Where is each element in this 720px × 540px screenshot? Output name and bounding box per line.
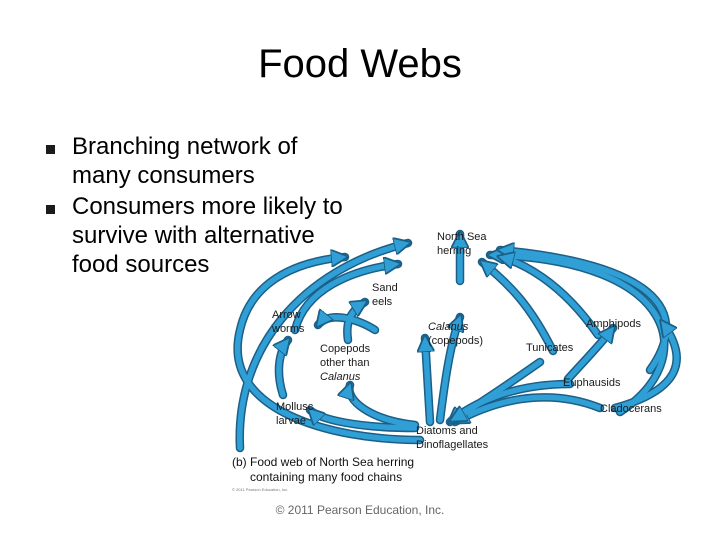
node-label-line: Euphausids	[563, 377, 621, 389]
node-euphausids: Euphausids	[563, 377, 621, 389]
node-sand-eels: Sand eels	[372, 282, 398, 308]
node-label-line: worms	[271, 323, 305, 335]
node-label-line: Mollusc	[276, 401, 314, 413]
node-label-line: Amphipods	[586, 318, 642, 330]
copyright-footer: © 2011 Pearson Education, Inc.	[275, 503, 445, 517]
slide-title: Food Webs	[258, 42, 462, 86]
node-label-line: Sand	[372, 282, 398, 294]
node-calanus: Calanus (copepods)	[428, 321, 483, 347]
node-north-sea-herring: North Sea herring	[437, 231, 487, 257]
node-label-line: other than	[320, 357, 370, 369]
node-label-line: (copepods)	[428, 335, 483, 347]
bullet-list: Branching network of many consumers Cons…	[40, 132, 360, 281]
node-diatoms: Diatoms and Dinoflagellates	[416, 425, 489, 451]
node-label-line: Calanus	[320, 371, 361, 383]
node-label-line: larvae	[276, 415, 306, 427]
node-mollusc-larvae: Mollusc larvae	[276, 401, 314, 427]
feeding-arrows	[233, 229, 681, 453]
node-label-line: North Sea	[437, 231, 487, 243]
node-label-line: Diatoms and	[416, 425, 478, 437]
node-label-line: Arrow	[272, 309, 301, 321]
bullet-text: Consumers more likely to survive with al…	[72, 193, 343, 278]
node-label-line: Dinoflagellates	[416, 439, 489, 451]
node-amphipods: Amphipods	[586, 318, 642, 330]
node-label-line: Calanus	[428, 321, 469, 333]
node-label-line: Cladocerans	[600, 403, 662, 415]
bullet-square-icon	[46, 205, 55, 214]
node-cladocerans: Cladocerans	[600, 403, 662, 415]
bullet-item: Consumers more likely to survive with al…	[40, 192, 360, 279]
node-label-line: herring	[437, 245, 471, 257]
bullet-square-icon	[46, 145, 55, 154]
node-arrow-worms: Arrow worms	[271, 309, 305, 335]
node-label-line: eels	[372, 296, 393, 308]
diagram-caption: (b) Food web of North Sea herring	[232, 455, 414, 469]
diagram-caption: containing many food chains	[250, 470, 402, 484]
node-label-line: Copepods	[320, 343, 371, 355]
node-label-line: Tunicates	[526, 342, 574, 354]
node-tunicates: Tunicates	[526, 342, 574, 354]
bullet-text: Branching network of many consumers	[72, 133, 298, 189]
diagram-tiny-credit: © 2011 Pearson Education, Inc.	[232, 487, 288, 492]
bullet-item: Branching network of many consumers	[40, 132, 360, 190]
node-copepods-other: Copepods other than Calanus	[320, 343, 371, 383]
